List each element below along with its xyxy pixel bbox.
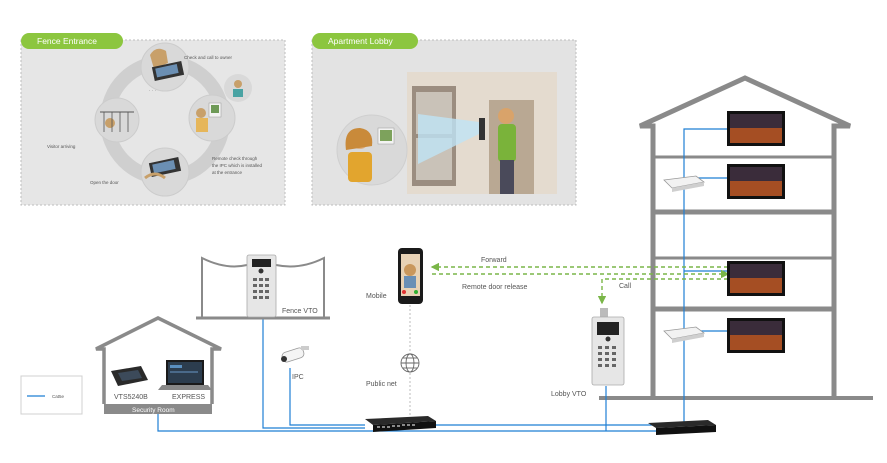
security-room-bar: [104, 404, 212, 414]
vts-label: VTS5240B: [114, 394, 148, 401]
step-label-remote-2: the IPC which is installed: [212, 163, 263, 168]
floor-switch-upper: [663, 175, 705, 192]
fence-entrance-tag: [21, 33, 123, 49]
indoor-monitor-2: [727, 164, 785, 199]
flow-label-remote-release: Remote door release: [462, 284, 527, 291]
step-visitor-arriving: [94, 97, 140, 143]
ipc-camera: [281, 346, 309, 363]
step-label-visitor: Visitor arriving: [47, 144, 76, 149]
step-open-door: [140, 147, 190, 197]
fence: [196, 256, 330, 320]
mobile-label: Mobile: [366, 293, 387, 300]
signal-flows: [430, 262, 730, 305]
vts-master-station: [111, 366, 148, 386]
flow-label-call: Call: [619, 283, 632, 290]
public-net-label: Public net: [366, 381, 397, 388]
fence-entrance-tag-label: Fence Entrance: [37, 36, 97, 46]
call-arrow: [597, 278, 728, 305]
step-label-check-call: Check and call to owner: [184, 55, 233, 60]
indoor-monitor-1: [727, 111, 785, 146]
mobile-phone: [398, 248, 423, 304]
svg-text:· · ·: · · ·: [149, 88, 156, 93]
step-check-call: · · ·: [140, 42, 190, 93]
apartment-lobby-tag-label: Apartment Lobby: [328, 36, 393, 46]
express-laptop: [158, 360, 212, 390]
lobby-vto-device: [591, 308, 625, 386]
main-switch: [365, 416, 436, 432]
lobby-vto-small: [479, 118, 485, 140]
step-label-remote-1: Remote check through: [212, 156, 258, 161]
fence-vto-label: Fence VTO: [282, 308, 318, 315]
security-room-house: [95, 316, 222, 404]
apartment-lobby-tag: [312, 33, 418, 49]
indoor-monitor-4: [727, 318, 785, 353]
step-remote-check: [188, 94, 236, 142]
lobby-vto-label: Lobby VTO: [551, 391, 587, 398]
fence-vto-device: [246, 254, 277, 318]
ipc-label: IPC: [292, 374, 304, 381]
indoor-monitor-3: [727, 261, 785, 296]
apartment-lobby-panel: Apartment Lobby: [311, 33, 577, 206]
fence-entrance-panel: Fence Entrance · · ·: [20, 33, 286, 206]
legend-label-cat5e: Cat5e: [52, 394, 65, 399]
security-room-label: Security Room: [132, 407, 175, 414]
apartment-building: [599, 75, 873, 400]
legend: Cat5e: [20, 375, 83, 415]
public-net-globe: [400, 353, 420, 373]
express-label: EXPRESS: [172, 394, 205, 401]
step-label-remote-3: at the entrance: [212, 170, 243, 175]
flow-label-forward: Forward: [481, 257, 507, 264]
step-right-person: [224, 74, 252, 102]
step-label-open-door: Open the door: [90, 180, 119, 185]
floor-switch-lower: [663, 326, 705, 343]
building-switch: [648, 420, 716, 435]
